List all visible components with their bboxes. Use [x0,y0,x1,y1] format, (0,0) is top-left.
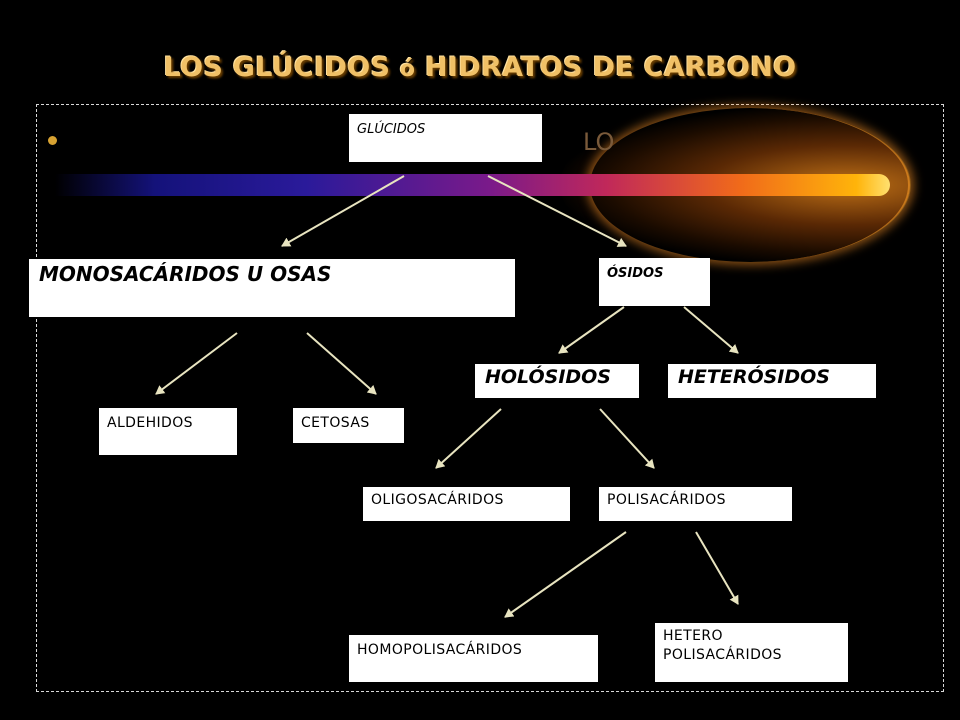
arrow-poli-hetero [695,531,739,605]
light-beam-decoration [55,174,890,196]
node-aldehidos: ALDEHIDOS [99,408,237,455]
node-heteropolisacaridos: HETERO POLISACÁRIDOS [655,623,848,682]
title-part-2: ó [399,57,416,82]
arrow-mono-cetosas [306,332,377,395]
node-holosidos: HOLÓSIDOS [475,364,639,398]
arrow-holo-poli [599,408,655,469]
slide-title: LOS GLÚCIDOS ó HIDRATOS DE CARBONO [0,52,960,83]
glow-rim-decoration [590,108,911,262]
arrow-osidos-heterosidos [683,306,739,354]
node-osidos: ÓSIDOS [599,258,710,306]
node-heteropolisacaridos-line2: POLISACÁRIDOS [663,647,782,663]
node-polisacaridos: POLISACÁRIDOS [599,487,792,521]
node-homopolisacaridos: HOMOPOLISACÁRIDOS [349,635,598,682]
node-oligosacaridos: OLIGOSACÁRIDOS [363,487,570,521]
arrow-glucidos-osidos [487,175,627,247]
bullet-icon [48,136,57,145]
title-part-3: HIDRATOS DE CARBONO [415,52,797,83]
node-cetosas: CETOSAS [293,408,404,443]
content-frame [36,104,944,692]
node-monosacaridos: MONOSACÁRIDOS U OSAS [29,259,515,317]
arrow-mono-aldehidos [155,332,238,395]
node-heterosidos: HETERÓSIDOS [668,364,876,398]
arrow-glucidos-monosacaridos [281,175,405,247]
title-part-1: LOS GLÚCIDOS [163,52,400,83]
node-heteropolisacaridos-line1: HETERO [663,628,723,644]
arrow-osidos-holosidos [558,306,625,354]
arrow-poli-homo [504,531,627,618]
arrow-holo-oligo [435,408,502,469]
node-glucidos: GLÚCIDOS [349,114,542,162]
partially-hidden-text: LO [583,128,615,156]
